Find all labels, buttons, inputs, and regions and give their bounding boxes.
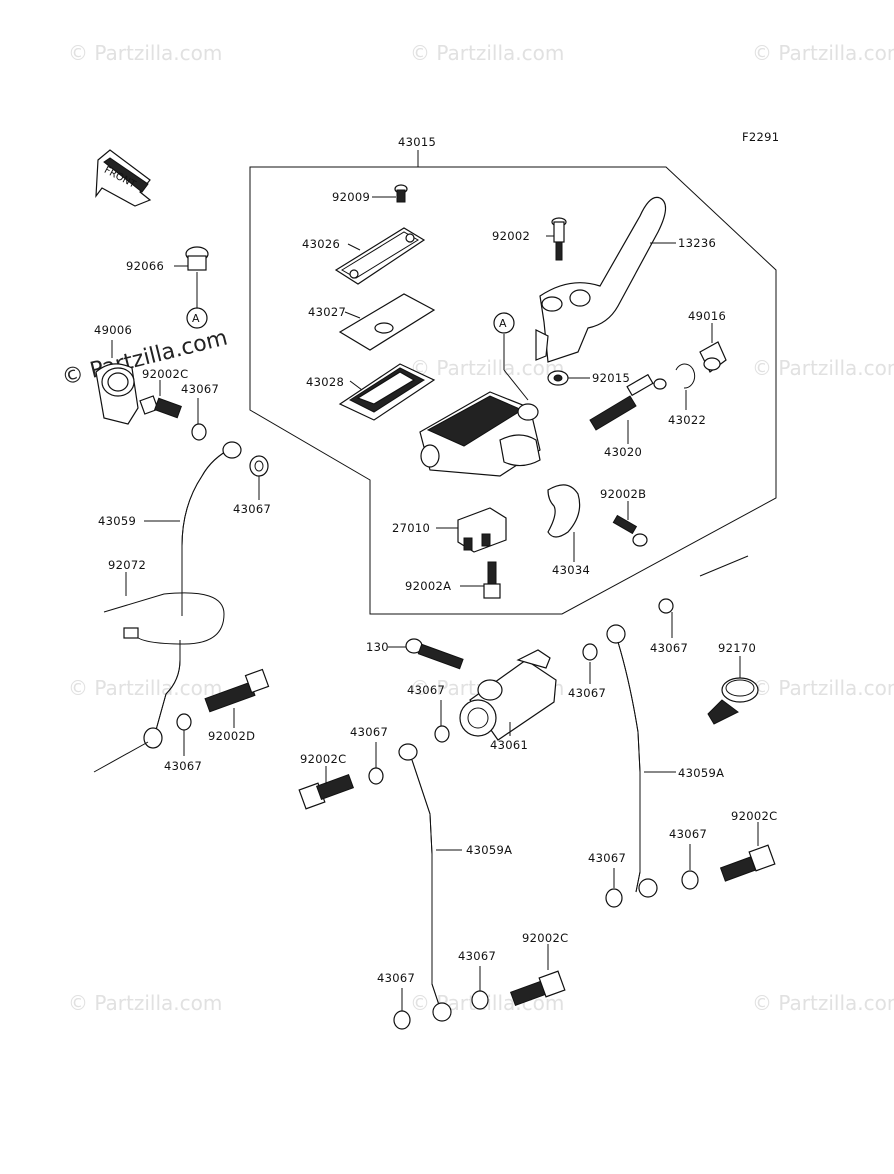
diaphragm-43028-part[interactable] [338, 363, 436, 421]
part-label-43067[interactable]: 43067 [181, 382, 219, 396]
switch-27010-part[interactable] [457, 507, 507, 553]
figure-code: F2291 [742, 130, 779, 144]
bolt-92002D-part[interactable] [204, 668, 270, 713]
svg-text:A: A [192, 312, 200, 325]
part-label-43034[interactable]: 43034 [552, 563, 590, 577]
part-label-92002B[interactable]: 92002B [600, 487, 646, 501]
master-cylinder-body-part[interactable] [419, 391, 541, 477]
brake-lever-13236-part[interactable] [535, 196, 667, 363]
watermark: © Partzilla.com [752, 356, 894, 380]
watermark: © Partzilla.com [68, 676, 222, 700]
washer-43067-part[interactable] [434, 725, 450, 743]
clamp-92170-part[interactable] [707, 677, 759, 725]
slave-cylinder-43061-part[interactable] [459, 649, 557, 741]
part-label-92002D[interactable]: 92002D [208, 729, 255, 743]
callout-a-marker: A [493, 312, 515, 334]
part-label-43027[interactable]: 43027 [308, 305, 346, 319]
part-label-92066[interactable]: 92066 [126, 259, 164, 273]
bolt-130-part[interactable] [405, 638, 464, 670]
washer-43067-part[interactable] [249, 455, 269, 477]
washer-43067-part[interactable] [658, 598, 674, 614]
part-label-92072[interactable]: 92072 [108, 558, 146, 572]
watermark: © Partzilla.com [410, 356, 564, 380]
washer-43067-part[interactable] [471, 990, 489, 1010]
bolt-92002B-part[interactable] [612, 514, 648, 547]
part-label-43067[interactable]: 43067 [669, 827, 707, 841]
washer-43067-part[interactable] [191, 423, 207, 441]
part-label-92015[interactable]: 92015 [592, 371, 630, 385]
screw-92009-part[interactable] [394, 184, 408, 203]
part-label-43067[interactable]: 43067 [164, 759, 202, 773]
brake-hose-43059A-part[interactable] [398, 743, 452, 1022]
boot-49016-part[interactable] [699, 341, 727, 373]
part-label-43067[interactable]: 43067 [588, 851, 626, 865]
watermark: © Partzilla.com [752, 41, 894, 65]
part-label-43059[interactable]: 43059 [98, 514, 136, 528]
watermark: © Partzilla.com [752, 991, 894, 1015]
brake-hose-43059-part[interactable] [143, 441, 242, 749]
cap-92066-part[interactable] [185, 246, 209, 271]
part-label-43028[interactable]: 43028 [306, 375, 344, 389]
reservoir-cap-43026-part[interactable] [334, 227, 426, 285]
clamp-43034-part[interactable] [547, 484, 581, 538]
circlip-43022-part[interactable] [675, 363, 696, 389]
part-label-43067[interactable]: 43067 [407, 683, 445, 697]
part-label-43020[interactable]: 43020 [604, 445, 642, 459]
part-label-92002C[interactable]: 92002C [142, 367, 188, 381]
part-label-27010[interactable]: 27010 [392, 521, 430, 535]
part-label-130[interactable]: 130 [366, 640, 389, 654]
washer-43067-part[interactable] [582, 643, 598, 661]
clamp-band-92072-part[interactable] [103, 592, 225, 645]
front-arrow-icon: FRONT [95, 149, 152, 207]
washer-43067-part[interactable] [605, 888, 623, 908]
washer-43067-part[interactable] [368, 767, 384, 785]
part-label-43067[interactable]: 43067 [650, 641, 688, 655]
part-label-92002A[interactable]: 92002A [405, 579, 451, 593]
part-label-49006[interactable]: 49006 [94, 323, 132, 337]
brake-hose-43059A-part[interactable] [606, 624, 658, 898]
part-label-49016[interactable]: 49016 [688, 309, 726, 323]
washer-43067-part[interactable] [176, 713, 192, 731]
pivot-bolt-92002-part[interactable] [551, 217, 567, 261]
boot-49006-part[interactable] [95, 363, 139, 425]
part-label-92009[interactable]: 92009 [332, 190, 370, 204]
watermark: © Partzilla.com [68, 991, 222, 1015]
part-label-43067[interactable]: 43067 [568, 686, 606, 700]
banjo-bolt-92002C-part[interactable] [509, 970, 566, 1007]
part-label-43059A[interactable]: 43059A [466, 843, 512, 857]
part-label-92002C[interactable]: 92002C [731, 809, 777, 823]
piston-kit-43020-part[interactable] [589, 373, 667, 431]
part-label-43059A[interactable]: 43059A [678, 766, 724, 780]
part-label-92002C[interactable]: 92002C [522, 931, 568, 945]
part-label-43026[interactable]: 43026 [302, 237, 340, 251]
part-label-43022[interactable]: 43022 [668, 413, 706, 427]
callout-a-marker: A [186, 307, 208, 329]
watermark: © Partzilla.com [410, 41, 564, 65]
part-label-43067[interactable]: 43067 [233, 502, 271, 516]
banjo-bolt-92002C-part[interactable] [298, 773, 355, 810]
master-cylinder-assembly-box [249, 166, 777, 615]
part-label-92170[interactable]: 92170 [718, 641, 756, 655]
washer-43067-part[interactable] [393, 1010, 411, 1030]
banjo-bolt-92002C-part[interactable] [139, 395, 182, 419]
part-label-43067[interactable]: 43067 [458, 949, 496, 963]
banjo-bolt-92002C-part[interactable] [719, 844, 776, 882]
bolt-92002A-part[interactable] [483, 561, 501, 599]
watermark: © Partzilla.com [68, 41, 222, 65]
part-label-43067[interactable]: 43067 [350, 725, 388, 739]
part-label-43015[interactable]: 43015 [398, 135, 436, 149]
part-label-43061[interactable]: 43061 [490, 738, 528, 752]
part-label-92002C[interactable]: 92002C [300, 752, 346, 766]
nut-92015-part[interactable] [547, 370, 569, 386]
part-label-43067[interactable]: 43067 [377, 971, 415, 985]
part-label-13236[interactable]: 13236 [678, 236, 716, 250]
part-label-92002[interactable]: 92002 [492, 229, 530, 243]
watermark: © Partzilla.com [752, 676, 894, 700]
washer-43067-part[interactable] [681, 870, 699, 890]
svg-text:A: A [499, 317, 507, 330]
plate-43027-part[interactable] [338, 293, 436, 351]
